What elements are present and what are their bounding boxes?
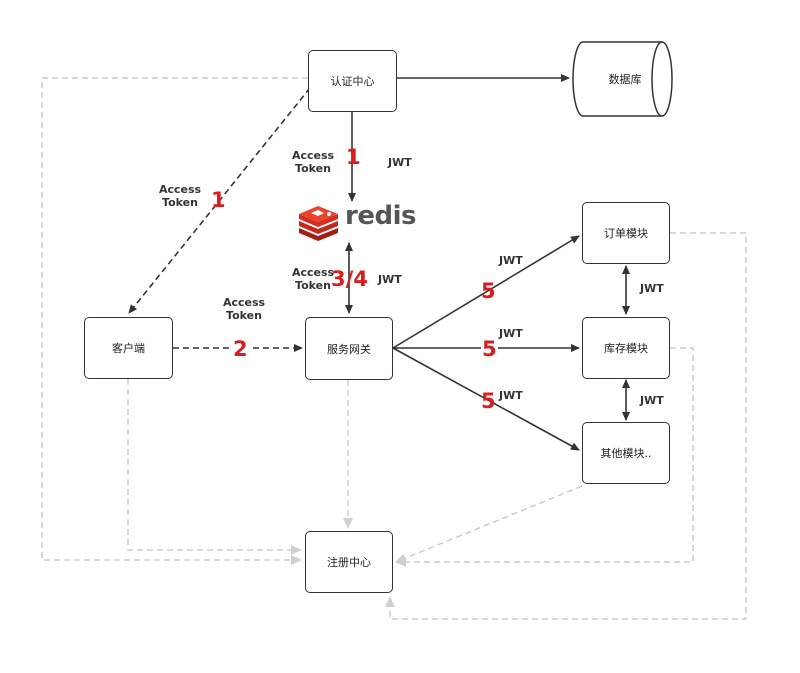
database-shape — [572, 41, 673, 117]
jwt-label-other: JWT — [499, 389, 523, 402]
step-number-inventory: 5 — [481, 337, 498, 361]
order-module-node: 订单模块 — [582, 202, 670, 264]
registry-label: 注册中心 — [327, 556, 371, 569]
inventory-to-registry-line — [395, 347, 694, 567]
redis-wordmark: redis — [345, 201, 416, 231]
gateway-label: 服务网关 — [327, 342, 371, 356]
access-token-label-top: Access Token — [291, 149, 335, 175]
order-module-label: 订单模块 — [604, 227, 648, 240]
gateway-node: 服务网关 — [305, 317, 393, 380]
jwt-label-inventory-other: JWT — [640, 394, 664, 407]
access-token-label-left: Access Token — [158, 183, 202, 209]
jwt-label-inventory: JWT — [499, 327, 523, 340]
inventory-module-label: 库存模块 — [604, 342, 648, 355]
step-number-order: 5 — [481, 279, 496, 303]
step-number-redis-gateway: 3/4 — [331, 267, 368, 291]
other-module-node: 其他模块.. — [582, 422, 670, 484]
step-number-auth-client: 1 — [211, 188, 226, 212]
step-number-client-gateway: 2 — [231, 337, 250, 361]
auth-center-label: 认证中心 — [330, 75, 375, 88]
client-node: 客户端 — [84, 317, 173, 379]
jwt-label-top: JWT — [388, 156, 412, 169]
jwt-label-order-inventory: JWT — [640, 282, 664, 295]
jwt-label-redis: JWT — [378, 273, 402, 286]
client-label: 客户端 — [112, 342, 145, 355]
registry-lines — [41, 77, 747, 620]
order-to-registry-line — [385, 232, 747, 620]
jwt-label-order: JWT — [499, 254, 523, 267]
auth-to-registry-line — [41, 77, 308, 565]
registry-node: 注册中心 — [305, 531, 393, 593]
access-token-label-redis: Access Token — [291, 266, 335, 292]
step-number-other: 5 — [481, 389, 496, 413]
client-to-registry-line — [127, 379, 302, 555]
auth-center-node: 认证中心 — [308, 50, 397, 112]
database-node: 数据库 — [583, 42, 667, 116]
gateway-to-order-line — [392, 235, 580, 349]
redis-logo-icon — [299, 206, 338, 241]
other-to-registry-line — [395, 485, 583, 563]
inventory-module-node: 库存模块 — [582, 317, 670, 379]
gateway-to-other-line — [392, 347, 580, 451]
database-label: 数据库 — [608, 73, 642, 86]
other-module-label: 其他模块.. — [600, 447, 652, 460]
auth-to-client-line — [128, 87, 311, 314]
step-number-auth-redis: 1 — [346, 145, 361, 169]
access-token-label-client: Access Token — [222, 296, 266, 322]
